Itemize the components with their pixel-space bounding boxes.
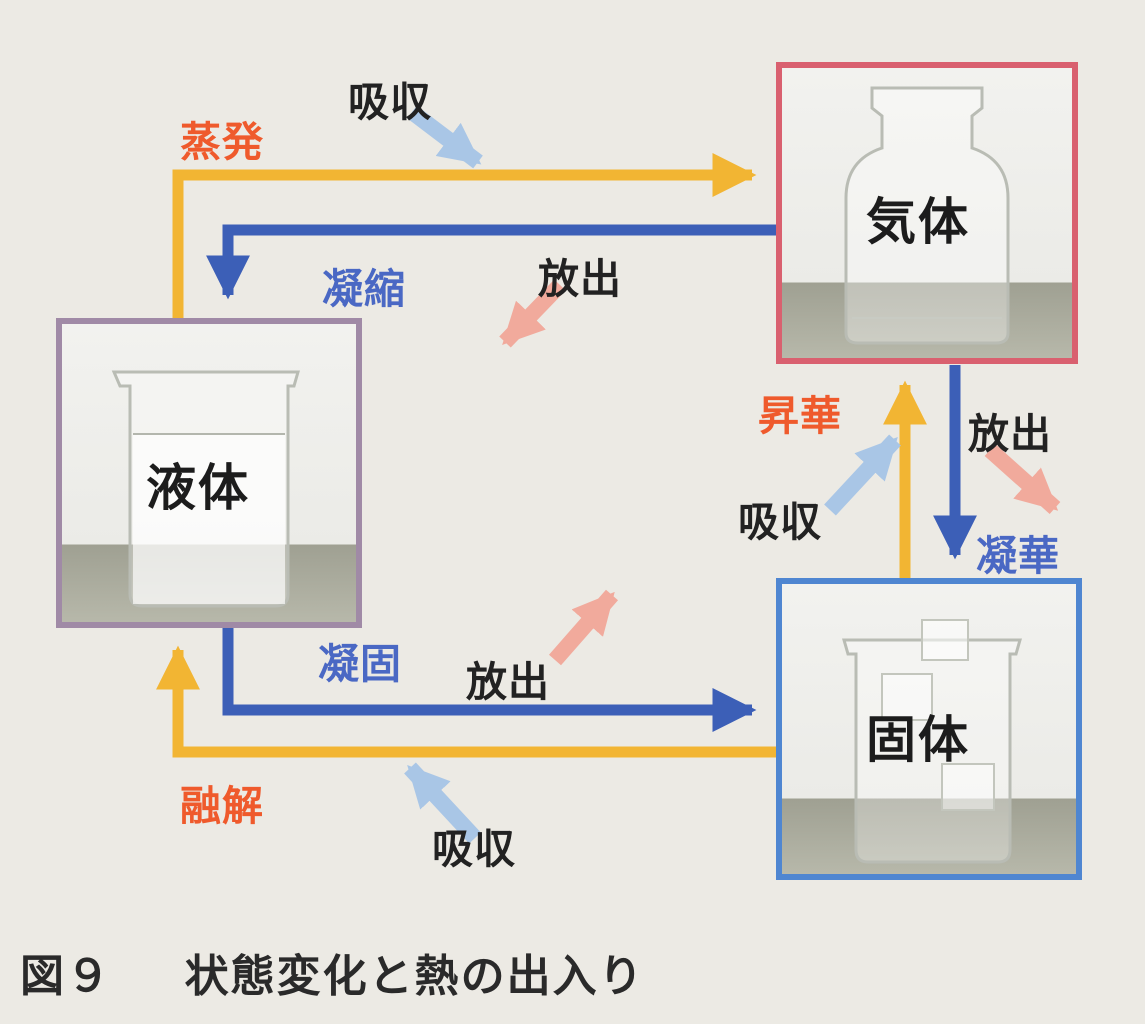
- solid-panel: [776, 578, 1082, 880]
- liquid-beaker-image: [111, 370, 300, 608]
- heat-absorb-arrow-sublimation: [824, 434, 901, 516]
- liquid-panel: [56, 318, 362, 628]
- melting-arrow: [156, 645, 780, 758]
- deposition-label: 凝華: [976, 532, 1060, 580]
- heat-absorb-label-melting: 吸収: [432, 825, 516, 873]
- heat-release-arrow-condensation: [499, 279, 566, 348]
- heat-absorb-arrow-evaporation: [407, 105, 483, 169]
- evaporation-label: 蒸発: [180, 118, 264, 166]
- solid-beaker-image: [842, 619, 1022, 864]
- condensation-arrow: [206, 224, 780, 300]
- figure-caption: 図９ 状態変化と熱の出入り: [20, 940, 645, 1004]
- gas-panel: [776, 62, 1078, 364]
- heat-release-label-condensation: 放出: [538, 255, 622, 303]
- gas-bottle-image: [844, 86, 1010, 345]
- heat-release-label-solidification: 放出: [466, 658, 550, 706]
- condensation-label: 凝縮: [322, 265, 406, 313]
- heat-absorb-arrow-melting: [404, 762, 481, 844]
- evaporation-arrow: [172, 153, 757, 318]
- gas-label: 気体: [866, 193, 970, 251]
- heat-absorb-label-evaporation: 吸収: [348, 78, 432, 126]
- solidification-arrow: [222, 628, 757, 732]
- figure-title: 状態変化と熱の出入り: [184, 951, 645, 1002]
- heat-release-arrow-solidification: [548, 589, 619, 666]
- solid-label: 固体: [866, 711, 970, 769]
- melting-label: 融解: [180, 782, 264, 830]
- sublimation-label: 昇華: [758, 392, 842, 440]
- heat-release-label-deposition: 放出: [968, 410, 1052, 458]
- solidification-label: 凝固: [318, 640, 402, 688]
- heat-release-arrow-deposition: [984, 444, 1061, 514]
- liquid-label: 液体: [146, 459, 250, 517]
- heat-absorb-label-sublimation: 吸収: [738, 498, 822, 546]
- figure-number: 図９: [20, 951, 112, 1002]
